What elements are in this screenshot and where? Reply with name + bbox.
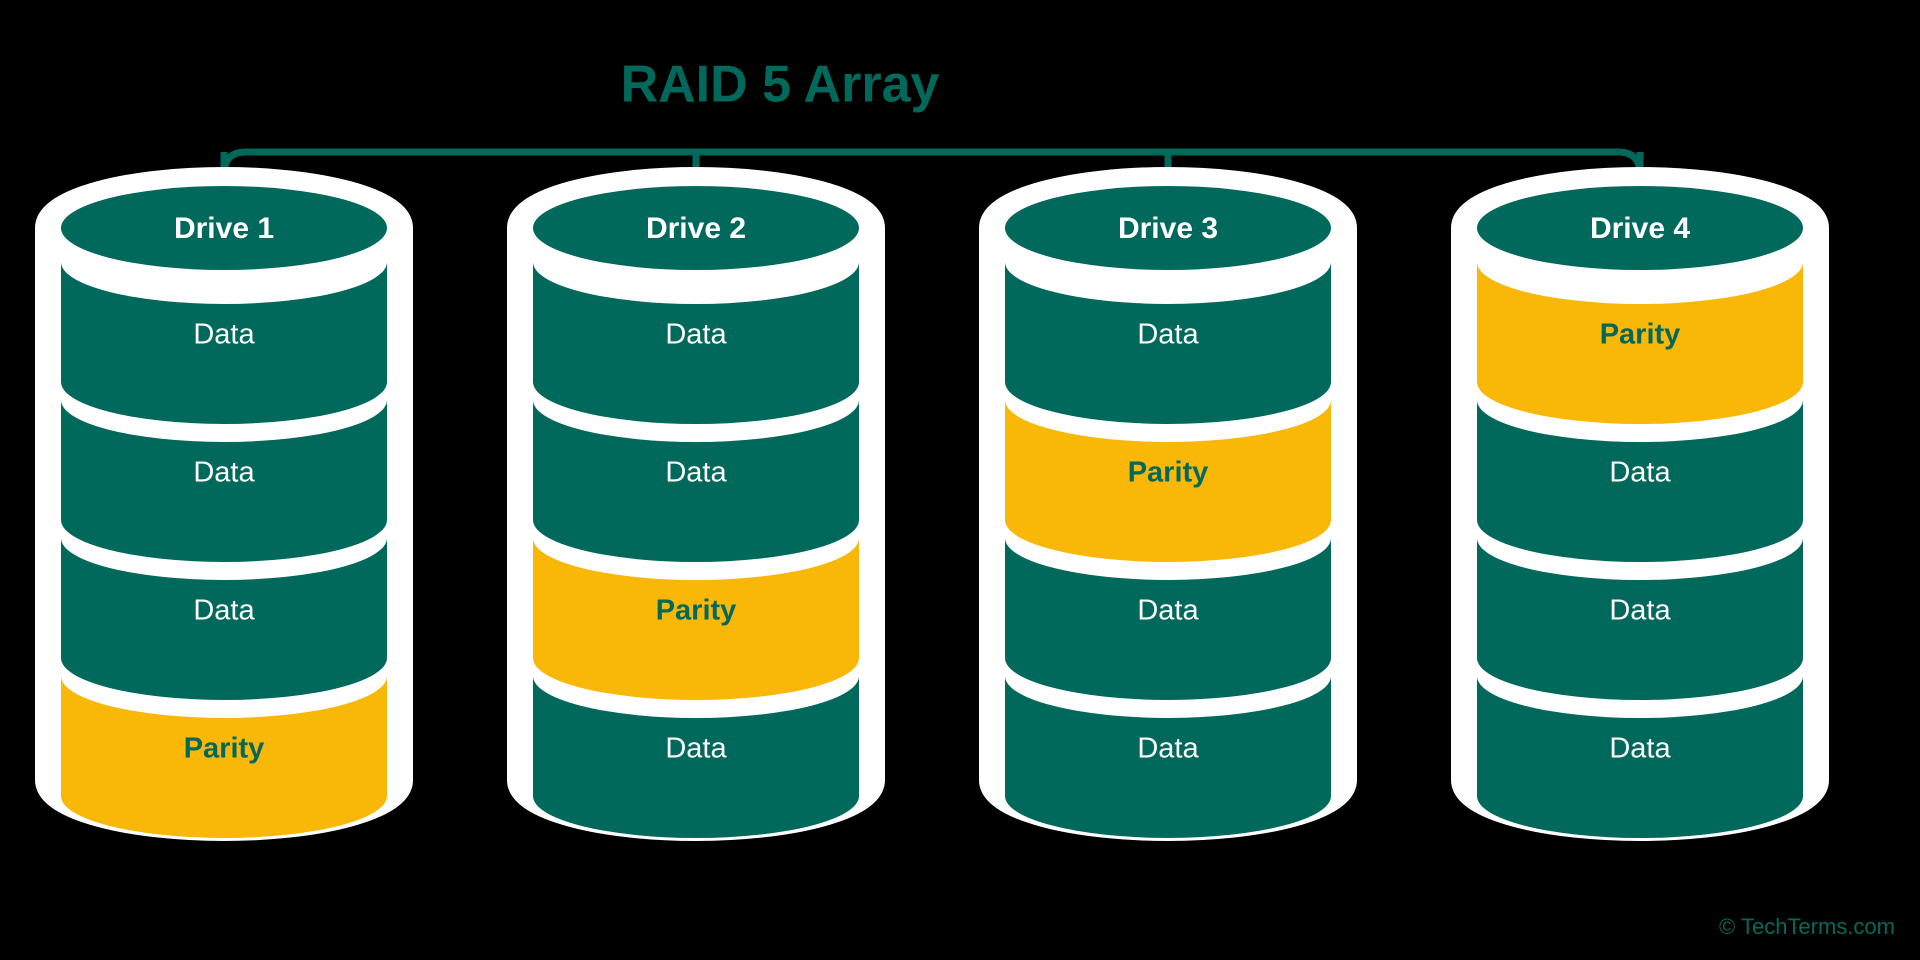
data-band-label: Data xyxy=(665,457,727,489)
data-band[interactable] xyxy=(1005,538,1331,700)
parity-band-label: Parity xyxy=(184,733,265,765)
parity-band-label: Parity xyxy=(1128,457,1209,489)
parity-band[interactable] xyxy=(1477,262,1803,424)
data-band[interactable] xyxy=(533,400,859,562)
data-band[interactable] xyxy=(1477,676,1803,838)
parity-band-label: Parity xyxy=(656,595,737,627)
data-band-label: Data xyxy=(1137,319,1199,351)
data-band[interactable] xyxy=(533,262,859,424)
drive-title-label: Drive 1 xyxy=(174,212,274,245)
parity-band[interactable] xyxy=(61,676,387,838)
drive-title-label: Drive 2 xyxy=(646,212,746,245)
data-band-label: Data xyxy=(193,457,255,489)
data-band-label: Data xyxy=(1609,595,1671,627)
credit-label: © TechTerms.com xyxy=(1719,914,1895,939)
data-band-label: Data xyxy=(193,595,255,627)
data-band[interactable] xyxy=(533,676,859,838)
data-band-label: Data xyxy=(1609,457,1671,489)
data-band[interactable] xyxy=(61,400,387,562)
data-band-label: Data xyxy=(1137,595,1199,627)
parity-band-label: Parity xyxy=(1600,319,1681,351)
data-band-label: Data xyxy=(1609,733,1671,765)
data-band[interactable] xyxy=(61,538,387,700)
drive-top-cap xyxy=(61,186,387,270)
parity-band[interactable] xyxy=(1005,400,1331,562)
data-band-label: Data xyxy=(1137,733,1199,765)
drive-top-cap xyxy=(1477,186,1803,270)
data-band[interactable] xyxy=(1477,538,1803,700)
data-band[interactable] xyxy=(1477,400,1803,562)
drive-title-label: Drive 4 xyxy=(1590,212,1690,245)
bracket-rail xyxy=(220,148,1644,196)
parity-band[interactable] xyxy=(533,538,859,700)
array-bracket xyxy=(220,148,1644,196)
data-band-label: Data xyxy=(665,733,727,765)
drive-top-cap xyxy=(1005,186,1331,270)
data-band-label: Data xyxy=(193,319,255,351)
data-band[interactable] xyxy=(1005,262,1331,424)
page-title: RAID 5 Array xyxy=(621,56,940,114)
data-band-label: Data xyxy=(665,319,727,351)
data-band[interactable] xyxy=(61,262,387,424)
drive-title-label: Drive 3 xyxy=(1118,212,1218,245)
data-band[interactable] xyxy=(1005,676,1331,838)
drive-top-cap xyxy=(533,186,859,270)
